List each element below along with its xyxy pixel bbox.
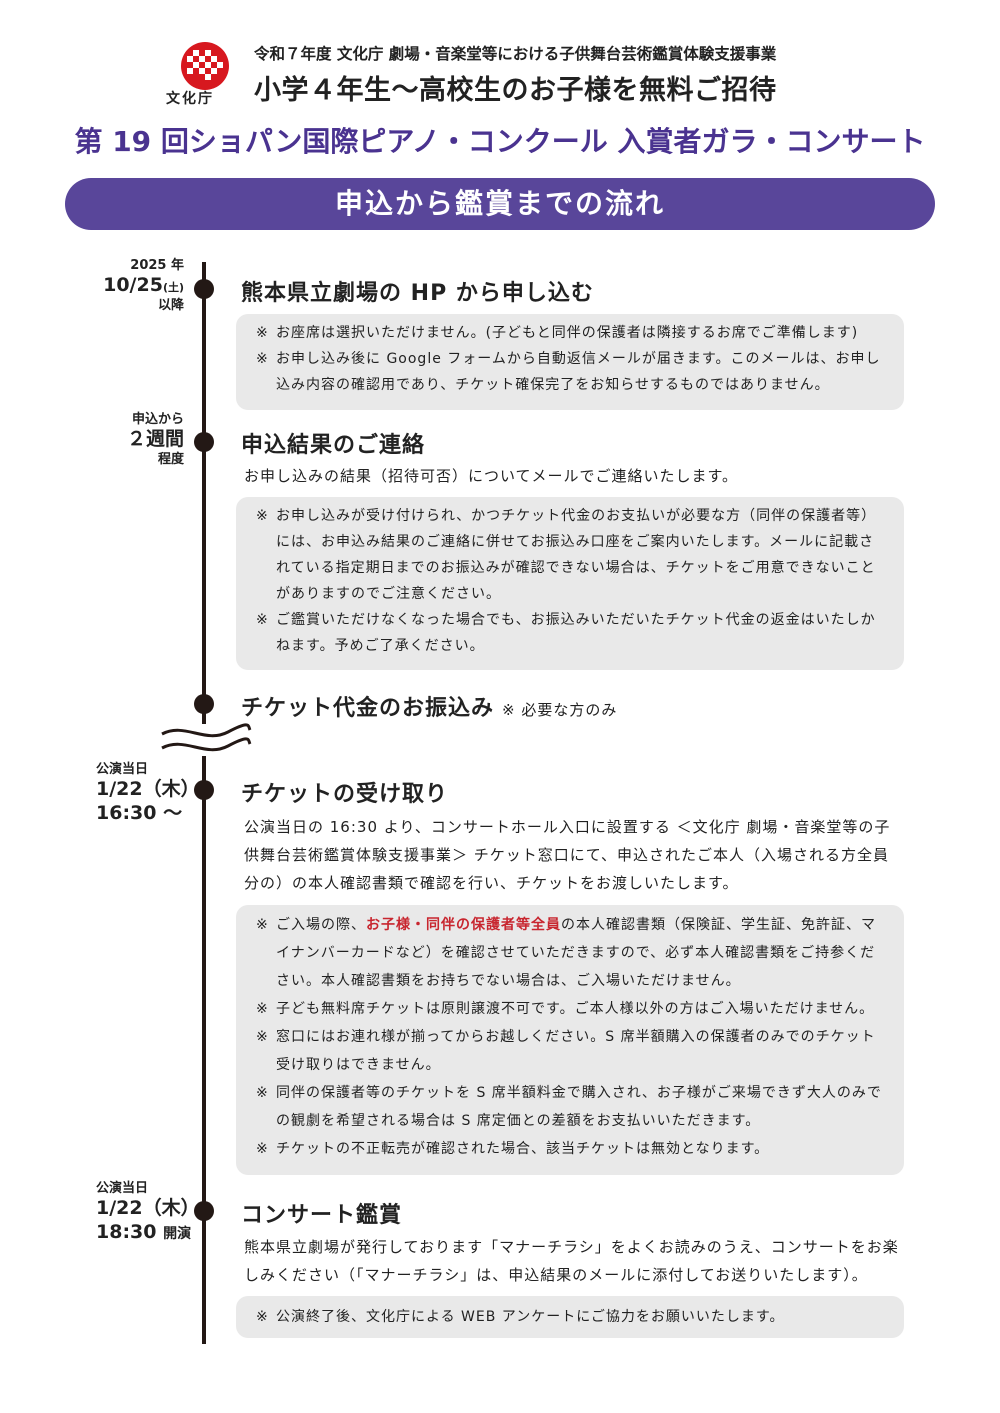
date-prefix: 申込から	[131, 412, 184, 427]
note: ※チケットの不正転売が確認された場合、該当チケットは無効となります。	[256, 1141, 770, 1157]
date-year: 2025 年	[130, 258, 184, 273]
timeline-dot	[194, 694, 214, 714]
step1-notes: ※お座席は選択いただけません。(子どもと同伴の保護者は隣接するお席でご準備します…	[236, 314, 904, 410]
note: ※お申し込みが受け付けられ、かつチケット代金のお支払いが必要な方（同伴の保護者等…	[256, 508, 877, 602]
step5-notes: ※公演終了後、文化庁による WEB アンケートにご協力をお願いいたします。	[236, 1296, 904, 1338]
note: ※ご入場の際、お子様・同伴の保護者等全員の本人確認書類（保険証、学生証、免許証、…	[256, 917, 876, 989]
date-main: 10/25(土)	[103, 274, 184, 297]
step3-title: チケット代金のお振込み ※ 必要な方のみ	[241, 690, 617, 722]
step1-date: 2025 年 10/25(土) 以降	[60, 258, 184, 314]
step4-date: 公演当日 1/22（木） 16:30 ～	[96, 762, 220, 826]
note: ※ご鑑賞いただけなくなった場合でも、お振込みいただいたチケット代金の返金はいたし…	[256, 612, 876, 654]
highlight-text: お子様・同伴の保護者等全員	[366, 917, 561, 933]
note: ※お座席は選択いただけません。(子どもと同伴の保護者は隣接するお席でご準備します…	[256, 325, 859, 341]
step4-title: チケットの受け取り	[241, 782, 449, 807]
timeline-dot	[194, 279, 214, 299]
note: ※お申し込み後に Google フォームから自動返信メールが届きます。このメール…	[256, 351, 881, 393]
timeline-break-icon	[161, 723, 252, 752]
date-main: 1/22（木）	[96, 1197, 200, 1220]
step2-notes: ※お申し込みが受け付けられ、かつチケット代金のお支払いが必要な方（同伴の保護者等…	[236, 497, 904, 670]
timeline-line-top	[202, 262, 206, 724]
date-time: 18:30 開演	[96, 1221, 192, 1243]
step3-title-text: チケット代金のお振込み	[241, 696, 495, 721]
step4-text: 公演当日の 16:30 より、コンサートホール入口に設置する ＜文化庁 劇場・音…	[244, 818, 891, 892]
timeline-dot	[194, 780, 214, 800]
headline: 小学４年生～高校生のお子様を無料ご招待	[254, 75, 777, 106]
date-suffix: 以降	[157, 298, 184, 313]
step1-title: 熊本県立劇場の HP から申し込む	[241, 281, 594, 306]
program-subtitle: 令和７年度 文化庁 劇場・音楽堂等における子供舞台芸術鑑賞体験支援事業	[254, 45, 777, 63]
date-main: 1/22（木）	[96, 778, 200, 801]
note: ※窓口にはお連れ様が揃ってからお越しください。S 席半額購入の保護者のみでのチケ…	[256, 1029, 876, 1073]
bunkacho-logo	[181, 42, 229, 90]
date-prefix: 公演当日	[96, 1181, 149, 1196]
note: ※公演終了後、文化庁による WEB アンケートにご協力をお願いいたします。	[256, 1309, 785, 1325]
step2-date: 申込から ２週間 程度	[60, 412, 184, 468]
timeline-dot	[194, 432, 214, 452]
logo-text: 文化庁	[166, 91, 214, 107]
step2-text: お申し込みの結果（招待可否）についてメールでご連絡いたします。	[244, 467, 739, 485]
date-suffix: 程度	[157, 452, 184, 467]
step5-text: 熊本県立劇場が発行しております「マナーチラシ」をよくお読みのうえ、コンサートをお…	[244, 1238, 899, 1284]
timeline-line-bottom	[202, 756, 206, 1344]
note: ※同伴の保護者等のチケットを S 席半額料金で購入され、お子様がご来場できず大人…	[256, 1085, 882, 1129]
step5-date: 公演当日 1/22（木） 18:30 開演	[96, 1181, 220, 1245]
date-time: 16:30 ～	[96, 802, 183, 824]
step4-notes: ※ご入場の際、お子様・同伴の保護者等全員の本人確認書類（保険証、学生証、免許証、…	[236, 905, 904, 1175]
step5-title: コンサート鑑賞	[241, 1203, 403, 1228]
note: ※子ども無料席チケットは原則譲渡不可です。ご本人様以外の方はご入場いただけません…	[256, 1001, 875, 1017]
timeline-dot	[194, 1201, 214, 1221]
date-prefix: 公演当日	[96, 762, 149, 777]
date-main: ２週間	[126, 428, 184, 451]
step2-title: 申込結果のご連絡	[241, 433, 426, 458]
concert-title: 第 19 回ショパン国際ピアノ・コンクール 入賞者ガラ・コンサート	[74, 125, 926, 158]
section-banner: 申込から鑑賞までの流れ	[65, 178, 935, 230]
step3-aside: ※ 必要な方のみ	[502, 701, 618, 719]
